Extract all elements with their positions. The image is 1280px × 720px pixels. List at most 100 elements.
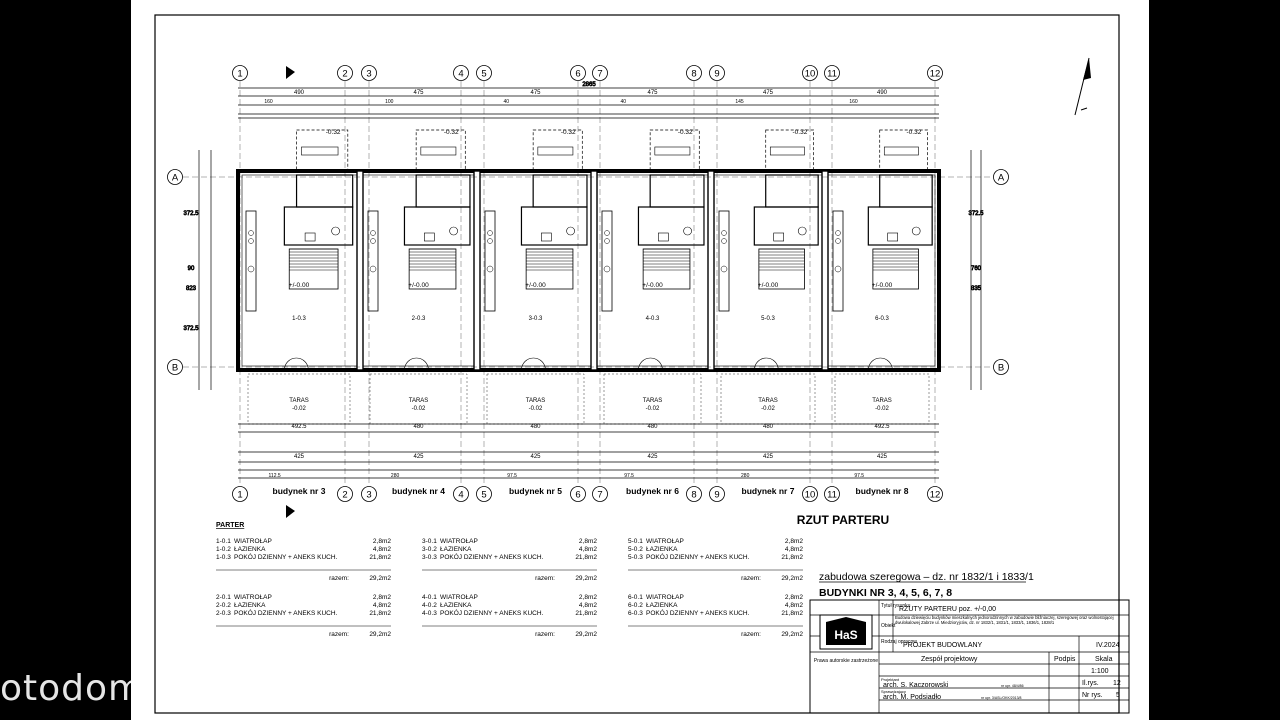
building-label: budynek nr 4	[392, 486, 445, 496]
legend-area: 4,8m2	[579, 602, 597, 609]
kitchen-counter	[367, 210, 379, 312]
toilet-icon	[331, 226, 340, 236]
section-arrow-icon	[286, 66, 295, 79]
legend-room: WIATROŁAP	[440, 538, 478, 545]
rights-text: Prawa autorskie zastrzeżone	[814, 658, 878, 664]
washbasin-icon	[658, 232, 669, 242]
bathroom	[283, 206, 354, 246]
terrace-level: -0.02	[875, 406, 889, 412]
legend-area: 21,8m2	[369, 554, 391, 561]
door-swing-icon	[868, 357, 881, 371]
skala-label: Skala	[1095, 656, 1113, 663]
dim-label: 480	[763, 424, 774, 430]
building-label: budynek nr 8	[856, 486, 909, 496]
terrace-level: -0.02	[761, 406, 775, 412]
legend-room: ŁAZIENKA	[440, 602, 472, 609]
legend-room: POKÓJ DZIENNY + ANEKS KUCH.	[440, 552, 544, 561]
building-wall	[236, 169, 941, 372]
legend-code: 1-0.3	[216, 554, 231, 561]
dim-label: 475	[530, 90, 541, 96]
legend-code: 3-0.3	[422, 554, 437, 561]
entrance-porch	[879, 129, 928, 172]
sink-icon	[603, 265, 611, 273]
vestibule	[415, 174, 471, 208]
entrance-step	[301, 146, 339, 156]
grid-number: 6	[575, 69, 580, 80]
grid-marker-icon	[709, 486, 725, 502]
grid-marker-icon	[686, 486, 702, 502]
toilet-icon	[797, 226, 807, 236]
building-label: budynek nr 3	[273, 486, 326, 496]
legend-code: 6-0.2	[628, 602, 643, 609]
legend-code: 1-0.2	[216, 546, 231, 553]
level-label: +/-0.00	[872, 282, 893, 289]
grid-number: 4	[458, 69, 463, 80]
logo-text: HaS	[834, 628, 857, 642]
terrace-label: TARAS	[643, 398, 663, 404]
legend-total: 29,2m2	[369, 575, 391, 582]
dim-label: 475	[647, 90, 658, 96]
legend-area: 2,8m2	[579, 594, 597, 601]
hob-icon	[370, 238, 376, 244]
vestibule	[879, 174, 933, 208]
vestibule	[649, 174, 705, 208]
door-swing-icon	[754, 357, 767, 371]
legend-total-label: razem:	[535, 631, 555, 638]
building-outline	[236, 169, 941, 372]
entrance-porch	[649, 129, 700, 172]
grid-number: 6	[575, 490, 580, 501]
sprawdzajacy-role: Sprawdzający	[881, 689, 906, 694]
sink-icon	[247, 265, 255, 273]
vestibule	[765, 174, 819, 208]
grid-number: 8	[691, 69, 696, 80]
legend-code: 4-0.1	[422, 594, 437, 601]
grid-marker-icon	[824, 486, 840, 502]
axis-letter: A	[998, 173, 1005, 184]
grid-marker-icon	[592, 65, 608, 81]
grid-number: 8	[691, 490, 696, 501]
watermark-text: otodom	[0, 668, 145, 709]
legend-area: 4,8m2	[579, 546, 597, 553]
legend-total: 29,2m2	[369, 631, 391, 638]
dim-label: 97.5	[507, 473, 517, 479]
door-swing-icon	[766, 357, 779, 371]
dim-side: 760	[971, 266, 982, 272]
legend-code: 4-0.2	[422, 602, 437, 609]
legend-area: 4,8m2	[785, 602, 803, 609]
grid-number: 3	[366, 69, 371, 80]
grid-number: 9	[714, 490, 719, 501]
legend-total: 29,2m2	[575, 575, 597, 582]
grid-number: 4	[458, 490, 463, 501]
dim-label: 40	[503, 99, 509, 105]
entrance-step	[769, 146, 805, 156]
room-label: 6-0.3	[875, 316, 889, 322]
project-line1: zabudowa szeregowa – dz. nr 1832/1 i 183…	[819, 571, 1034, 583]
legend-area: 21,8m2	[781, 554, 803, 561]
hob-icon	[721, 238, 727, 244]
hob-icon	[604, 238, 610, 244]
legend-area: 2,8m2	[579, 538, 597, 545]
building-label: budynek nr 6	[626, 486, 679, 496]
legend-area: 21,8m2	[575, 554, 597, 561]
toilet-icon	[566, 226, 575, 236]
grid-number: 7	[597, 69, 602, 80]
hob-icon	[487, 238, 493, 244]
entrance-step	[883, 146, 919, 156]
dim-label: 475	[413, 90, 424, 96]
door-swing-icon	[880, 357, 893, 371]
terrace-area	[369, 373, 468, 425]
toilet-icon	[683, 226, 692, 236]
dim-label: 112.5	[269, 473, 281, 479]
party-wall	[821, 170, 829, 371]
legend-area: 2,8m2	[785, 538, 803, 545]
legend-total-label: razem:	[329, 631, 349, 638]
dim-label: 97.5	[854, 473, 864, 479]
dim-label: 425	[647, 454, 658, 460]
